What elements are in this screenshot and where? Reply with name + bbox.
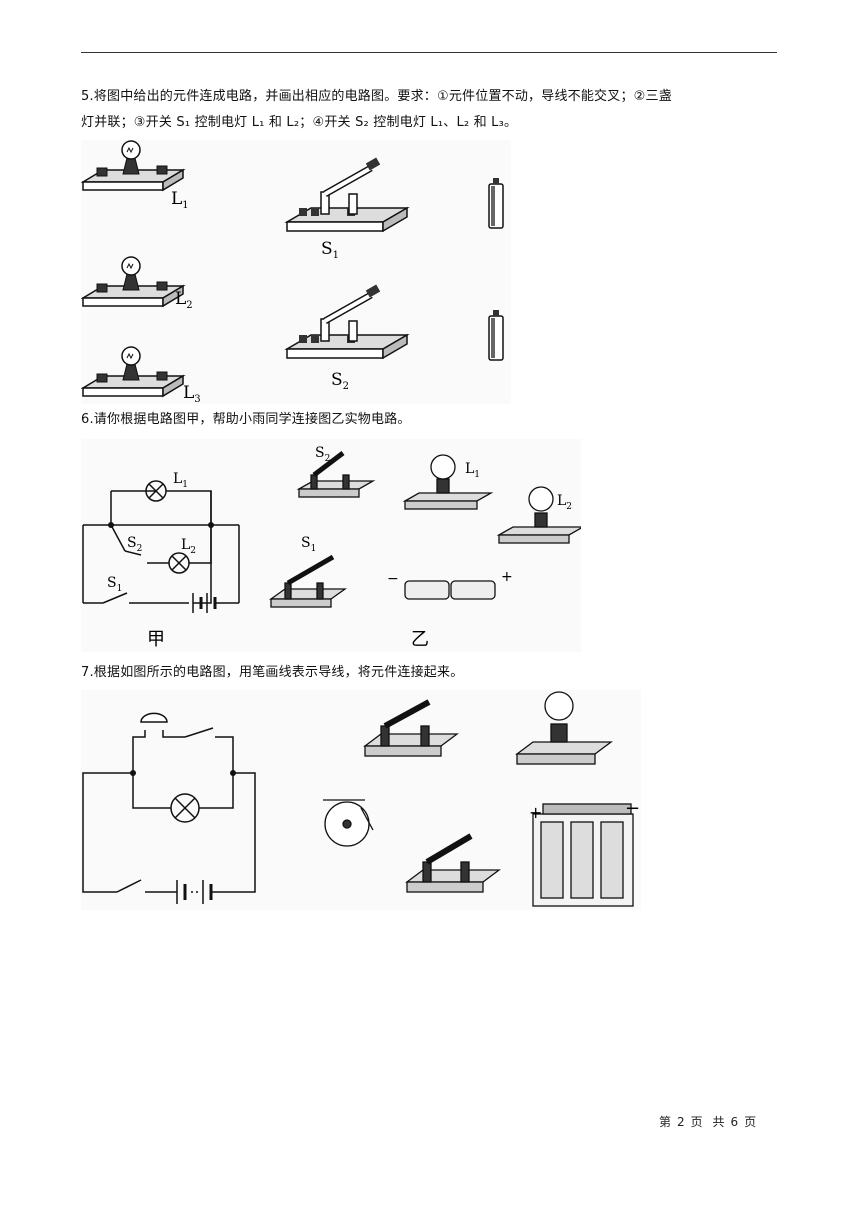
svg-text:L1: L1 (171, 189, 189, 211)
question-5-line-2: 灯并联；③开关 S₁ 控制电灯 L₁ 和 L₂；④开关 S₂ 控制电灯 L₁、L… (81, 115, 518, 130)
circuit-diagram (82, 712, 256, 904)
circuit-diagram-jia (82, 480, 240, 613)
battery-pack-plus: + (529, 803, 542, 822)
lamp-L2-physical (496, 486, 581, 544)
current-page: 2 (677, 1115, 685, 1129)
switch-physical-1 (363, 699, 459, 757)
svg-text:S2: S2 (331, 370, 349, 392)
physical-label-L2: L (557, 493, 566, 509)
question-6-text: 6.请你根据电路图甲，帮助小雨同学连接图乙实物电路。 (81, 412, 411, 427)
question-7-figure: + − (81, 690, 641, 910)
svg-text:S1: S1 (321, 239, 339, 261)
physical-label-S2: S (315, 445, 325, 461)
header-rule (81, 52, 777, 53)
physical-label-S1: S (301, 535, 311, 551)
total-pages: 6 (730, 1115, 739, 1129)
battery-pack-minus: − (625, 798, 640, 819)
battery-pair-physical (404, 580, 496, 600)
question-7-text: 7.根据如图所示的电路图，用笔画线表示导线，将元件连接起来。 (81, 665, 464, 680)
label-L3: L (183, 383, 194, 403)
diagram-label-S1: S (107, 575, 117, 591)
label-jia: 甲 (147, 629, 165, 650)
battery-pack-physical (532, 803, 634, 907)
svg-text:S1: S1 (107, 575, 122, 594)
lamp-physical (515, 691, 613, 765)
question-5-figure: L1 S1 L2 S2 L3 (81, 140, 511, 404)
question-6-figure: L1 L2 S2 S1 甲 S2 L1 L2 S1 − + 乙 (81, 439, 581, 652)
diagram-label-S2: S (127, 535, 137, 551)
label-S2: S (331, 370, 343, 390)
svg-text:L2: L2 (557, 493, 572, 512)
switch-S2-physical (296, 451, 376, 498)
diagram-label-L1: L (173, 471, 182, 487)
svg-text:S1: S1 (301, 535, 316, 554)
physical-label-L1: L (465, 461, 474, 477)
svg-text:L1: L1 (173, 471, 188, 490)
switch-S1-physical (268, 554, 348, 608)
battery-plus: + (501, 569, 513, 585)
switch-physical-2 (405, 833, 501, 893)
svg-text:L2: L2 (175, 289, 193, 311)
lamp-L1-physical (402, 454, 494, 510)
diagram-label-L2: L (181, 537, 190, 553)
svg-text:S2: S2 (315, 445, 330, 464)
svg-text:L3: L3 (183, 383, 201, 404)
svg-text:S2: S2 (127, 535, 142, 554)
label-S1: S (321, 239, 333, 259)
battery-minus: − (387, 571, 399, 587)
label-yi: 乙 (411, 629, 429, 650)
bell-physical (323, 799, 374, 847)
label-L2: L (175, 289, 186, 309)
question-5-line-1: 5.将图中给出的元件连成电路，并画出相应的电路图。要求：①元件位置不动，导线不能… (81, 89, 672, 104)
label-L1: L (171, 189, 182, 209)
svg-text:L2: L2 (181, 537, 196, 556)
svg-text:L1: L1 (465, 461, 480, 480)
